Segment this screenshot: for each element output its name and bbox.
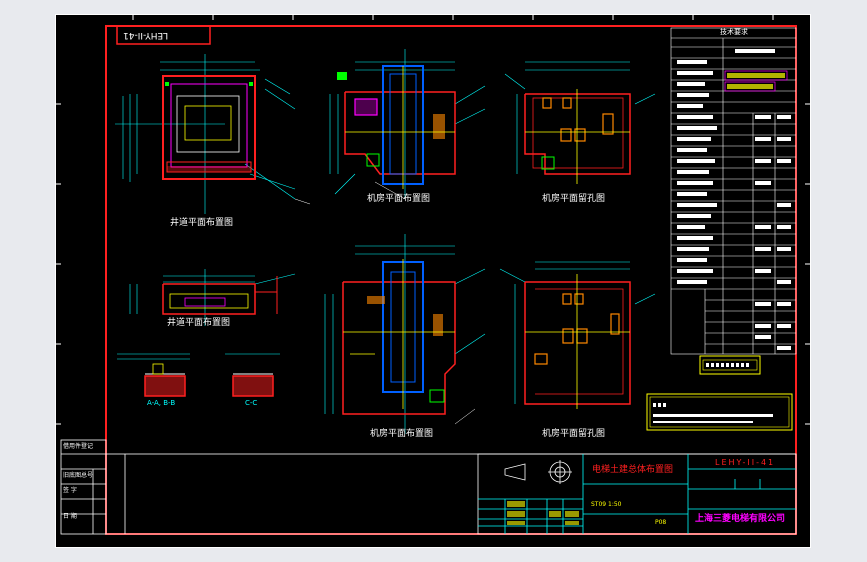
- leader-lines: [294, 181, 476, 425]
- note-text-marks: [653, 363, 773, 423]
- drawing-code: LEHY-II-41: [715, 458, 776, 467]
- pit-sections: [117, 353, 280, 397]
- drawing-title: 电梯土建总体布置图: [592, 465, 674, 475]
- drawing-code-stamp: LEHY-II-41: [123, 30, 169, 40]
- drawing-sheet: LEHY-II-41 井道平面布置图 机房平面布置图 机房平面留孔图 井道平面布…: [55, 14, 811, 548]
- note-boxes: [646, 355, 793, 431]
- cad-drawing: [55, 14, 811, 548]
- machine-room-layout-bottom: [324, 234, 486, 434]
- stamp-box: [116, 25, 211, 45]
- sheet-outer-frame: [55, 14, 811, 548]
- left-strip-label-3: 签 字: [63, 487, 77, 494]
- spec-table-title: 技术要求: [720, 28, 748, 36]
- section-label-aa-bb: A-A, B-B: [147, 399, 176, 407]
- hoistway-plan-top: [115, 54, 296, 214]
- section-label-cc: C-C: [245, 399, 258, 407]
- machine-room-holes-top: [504, 61, 656, 184]
- view-title-machine-room-layout-bottom: 机房平面布置图: [370, 429, 434, 439]
- view-title-hoistway-plan-top: 井道平面布置图: [170, 218, 234, 228]
- hoistway-plan-bottom: [129, 269, 296, 326]
- frame-ticks: [55, 14, 811, 425]
- view-title-hoistway-plan-bottom: 井道平面布置图: [167, 318, 231, 328]
- scale-note: ST09 1:50: [591, 501, 622, 508]
- left-strip-label-2: 旧底图总号: [63, 472, 94, 479]
- revision: P08: [655, 519, 667, 526]
- left-strip-label-4: 日 期: [63, 513, 77, 520]
- company-name: 上海三菱电梯有限公司: [695, 514, 786, 524]
- left-strip-table: [60, 439, 107, 535]
- title-block-lines: [105, 453, 797, 535]
- spec-table-yellow-marks: [727, 73, 785, 89]
- machine-room-holes-bottom: [499, 261, 656, 409]
- projection-symbol: [504, 460, 572, 484]
- view-title-machine-room-layout-top: 机房平面布置图: [367, 194, 431, 204]
- machine-room-layout-top: [329, 49, 486, 199]
- view-title-machine-room-holes-top: 机房平面留孔图: [542, 194, 606, 204]
- spec-table-text-marks: [677, 49, 791, 350]
- view-title-machine-room-holes-bottom: 机房平面留孔图: [542, 429, 606, 439]
- left-strip-label-1: 借用件登记: [63, 443, 94, 450]
- title-block-highlights: [507, 501, 579, 525]
